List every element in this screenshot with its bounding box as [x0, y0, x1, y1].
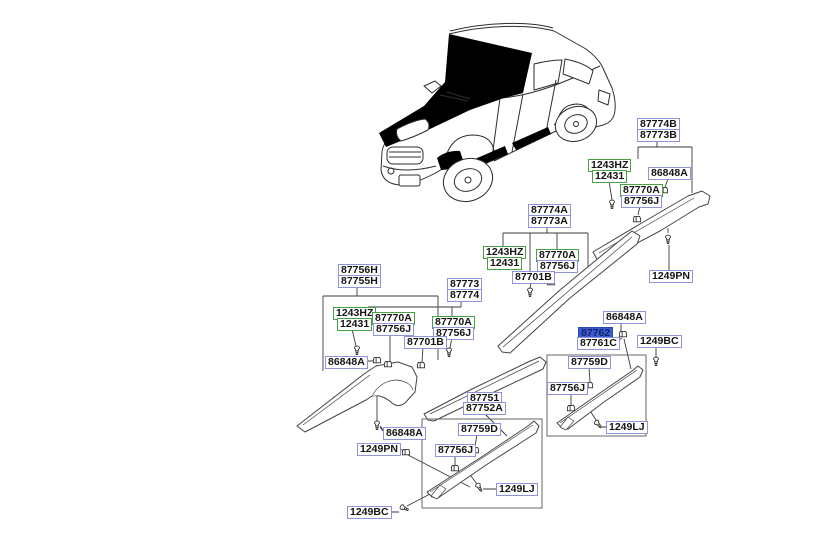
- part-label[interactable]: 87755H: [338, 275, 381, 288]
- part-label[interactable]: 1249PN: [357, 443, 401, 456]
- screw-icon: [527, 287, 533, 297]
- screw-icon: [609, 199, 615, 209]
- part-label[interactable]: 86848A: [325, 356, 368, 369]
- clip-icon: [416, 361, 426, 369]
- part-label[interactable]: 12431: [337, 318, 373, 331]
- part-label[interactable]: 87774: [447, 289, 483, 302]
- clip-icon: [450, 464, 460, 472]
- part-label[interactable]: 1249LJ: [496, 483, 538, 496]
- screw-icon: [653, 356, 659, 366]
- part-label[interactable]: 1249BC: [347, 506, 392, 519]
- part-label[interactable]: 87773B: [637, 129, 680, 142]
- clip-icon: [401, 448, 411, 456]
- screw-icon: [354, 345, 360, 355]
- moulding-parts: [296, 190, 711, 500]
- part-label[interactable]: 87773A: [528, 215, 571, 228]
- part-label[interactable]: 87756J: [373, 323, 415, 336]
- part-label[interactable]: 86848A: [383, 427, 426, 440]
- clip-icon: [372, 356, 382, 364]
- clip-icon: [632, 215, 642, 223]
- clip-icon: [383, 360, 393, 368]
- part-label[interactable]: 86848A: [648, 167, 691, 180]
- part-label[interactable]: 87701B: [512, 271, 555, 284]
- vehicle-illustration: [379, 22, 616, 203]
- assembly-box-bottom: [421, 418, 543, 509]
- screw-icon: [446, 347, 452, 357]
- part-label[interactable]: 12431: [487, 257, 523, 270]
- part-label[interactable]: 87761C: [577, 337, 620, 350]
- assembly-box-right: [546, 354, 647, 437]
- part-label[interactable]: 87756J: [547, 382, 589, 395]
- part-label[interactable]: 87701B: [404, 336, 447, 349]
- part-label[interactable]: 1249LJ: [606, 421, 648, 434]
- part-label[interactable]: 12431: [592, 170, 628, 183]
- part-label[interactable]: 87756J: [537, 260, 579, 273]
- part-label[interactable]: 1249PN: [649, 270, 693, 283]
- part-label[interactable]: 1249BC: [637, 335, 682, 348]
- screw-icon: [593, 418, 604, 430]
- part-label[interactable]: 86848A: [603, 311, 646, 324]
- part-label[interactable]: 87759D: [568, 356, 611, 369]
- part-label[interactable]: 87759D: [458, 423, 501, 436]
- screw-icon: [665, 234, 671, 244]
- part-label[interactable]: 87752A: [463, 402, 506, 415]
- screw-icon: [474, 481, 484, 493]
- part-label[interactable]: 87756J: [621, 195, 663, 208]
- clip-icon: [618, 330, 628, 338]
- clip-icon: [566, 404, 576, 412]
- screw-icon: [374, 420, 380, 430]
- part-label[interactable]: 87756J: [435, 444, 477, 457]
